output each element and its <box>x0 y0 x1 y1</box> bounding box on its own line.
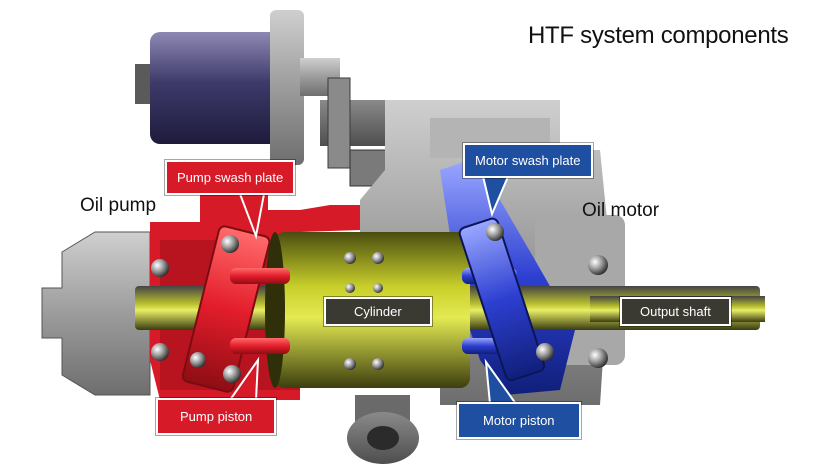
electric-motor-icon <box>135 10 340 165</box>
oil-motor-label: Oil motor <box>582 200 660 221</box>
output-shaft-label: Output shaft <box>620 297 731 326</box>
ball-bearing-icon <box>151 223 608 383</box>
motor-piston-callout: Motor piston <box>457 402 581 439</box>
pump-pistons <box>230 268 290 354</box>
pump-piston-callout: Pump piston <box>156 398 277 435</box>
pump-swash-plate-callout: Pump swash plate <box>165 160 296 195</box>
pump-swash-plate <box>181 225 271 393</box>
oil-pump-label: Oil pump <box>80 195 157 216</box>
motor-swash-plate <box>458 217 546 382</box>
bottom-fitting <box>347 395 419 464</box>
page-title: HTF system components <box>528 22 789 49</box>
cylinder-label: Cylinder <box>324 297 432 326</box>
motor-swash-plate-callout: Motor swash plate <box>463 143 593 178</box>
pump-end-housing <box>41 231 151 396</box>
